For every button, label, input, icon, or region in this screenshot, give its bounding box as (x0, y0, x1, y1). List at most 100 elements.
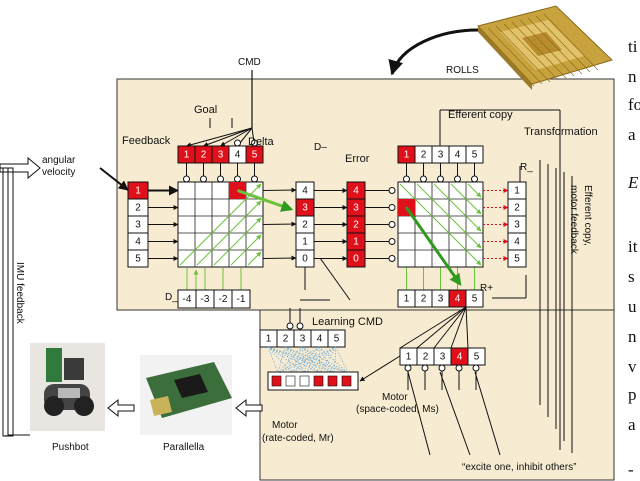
r-minus-cell: 2 (507, 198, 527, 217)
pushbot-label: Pushbot (52, 442, 89, 453)
efferent-copy-label: Efferent copy (448, 109, 513, 121)
svg-text:1: 1 (353, 237, 359, 248)
rolls-arrow (388, 28, 479, 76)
svg-text:2: 2 (514, 203, 520, 214)
r-plus-cell: 3 (431, 289, 450, 308)
svg-text:2: 2 (423, 352, 429, 363)
motor-space-cell: 2 (416, 347, 435, 366)
learning-cell: 2 (276, 329, 295, 348)
r-minus-cell: 1 (507, 181, 527, 200)
d-minus-cell: -4 (177, 289, 197, 309)
svg-text:4: 4 (135, 237, 141, 248)
motor-rate-cell (341, 375, 352, 387)
r-minus-cell: 3 (507, 215, 527, 234)
side-text-fragment: n (628, 67, 637, 86)
r-minus-label: R_ (520, 162, 533, 173)
error-cell: 0 (346, 249, 366, 268)
goal-cell: 1 (177, 145, 196, 164)
r-plus-cell: 5 (465, 289, 484, 308)
error-cell: 4 (346, 181, 366, 200)
feedback-cell: 5 (127, 249, 149, 268)
rolls-chip (477, 5, 613, 90)
side-text-fragment: E (627, 173, 639, 192)
motor-rate-cell (313, 375, 324, 387)
error-cell: 1 (346, 232, 366, 251)
motor-rate-cell (285, 375, 296, 387)
svg-text:5: 5 (472, 294, 478, 305)
efferent-copy-motor-feedback-label-2: motor feedback (568, 185, 579, 255)
side-text-fragment: - (628, 460, 634, 479)
efferent-cell: 5 (465, 145, 484, 164)
efferent-cell: 3 (431, 145, 450, 164)
side-text-fragment: v (628, 357, 637, 376)
svg-text:-1: -1 (237, 294, 246, 305)
feedback-cell: 4 (127, 232, 149, 251)
r-plus-cell: 4 (448, 289, 467, 308)
rolls-label: ROLLS (446, 65, 479, 76)
svg-text:1: 1 (302, 237, 308, 248)
delta-cell: 0 (295, 249, 315, 268)
transformation-label: Transformation (524, 126, 598, 138)
motor-rate-cell (327, 375, 338, 387)
svg-text:5: 5 (514, 254, 520, 265)
r-minus-arrows (483, 188, 509, 261)
svg-text:5: 5 (334, 334, 340, 345)
svg-text:3: 3 (300, 334, 306, 345)
delta-diagonals (179, 183, 294, 266)
motor-space-cell: 1 (399, 347, 418, 366)
delta-label: Delta (248, 136, 275, 148)
transform-diagonals (399, 183, 482, 286)
d-minus-cell: -3 (195, 289, 215, 309)
svg-text:1: 1 (135, 186, 141, 197)
svg-text:1: 1 (514, 186, 520, 197)
efferent-cell: 4 (448, 145, 467, 164)
side-text-fragment: ti (628, 37, 638, 56)
side-text-fragment: s (628, 267, 635, 286)
r-plus-label: R+ (480, 283, 493, 294)
side-text-fragment: fo (628, 95, 640, 114)
svg-text:3: 3 (514, 220, 520, 231)
side-text-fragment: a (628, 125, 636, 144)
svg-text:4: 4 (457, 352, 463, 363)
svg-text:3: 3 (218, 150, 224, 161)
pushbot-photo (30, 343, 105, 431)
motor-space-cell: 4 (450, 347, 469, 366)
motor-rate-label: Motor (272, 420, 298, 431)
angular-velocity-arrow (0, 156, 41, 180)
motor-space-cell: 3 (433, 347, 452, 366)
d-minus-top-label: D– (314, 142, 327, 153)
svg-text:5: 5 (472, 150, 478, 161)
motor-space-label: Motor (382, 392, 408, 403)
delta-cell: 4 (295, 181, 315, 200)
side-text-fragment: p (628, 385, 637, 404)
angular-velocity-label: angular (42, 155, 76, 166)
goal-cell: 2 (194, 145, 213, 164)
svg-text:-3: -3 (201, 294, 210, 305)
learning-cell: 1 (259, 329, 278, 348)
svg-text:4: 4 (455, 150, 461, 161)
svg-text:5: 5 (474, 352, 480, 363)
motor-rate-cell (299, 375, 310, 387)
learning-weights (267, 346, 349, 374)
r-minus-cell: 4 (507, 232, 527, 251)
svg-text:3: 3 (135, 220, 141, 231)
svg-text:5: 5 (135, 254, 141, 265)
cmd-label: CMD (238, 57, 261, 68)
feedback-label: Feedback (122, 135, 171, 147)
learning-cell: 3 (293, 329, 312, 348)
delta-cell: 3 (295, 198, 315, 217)
imu-feedback-arrow (2, 167, 14, 437)
excite-label: “excite one, inhibit others” (462, 462, 577, 473)
svg-text:1: 1 (406, 352, 412, 363)
network-panel-lower (259, 309, 615, 481)
error-cell: 3 (346, 198, 366, 217)
svg-text:1: 1 (266, 334, 272, 345)
delta-cell: 1 (295, 232, 315, 251)
svg-text:4: 4 (317, 334, 323, 345)
efferent-cell: 1 (397, 145, 416, 164)
svg-text:2: 2 (353, 220, 359, 231)
parallella-photo (140, 355, 232, 435)
r-minus-cell: 5 (507, 249, 527, 268)
